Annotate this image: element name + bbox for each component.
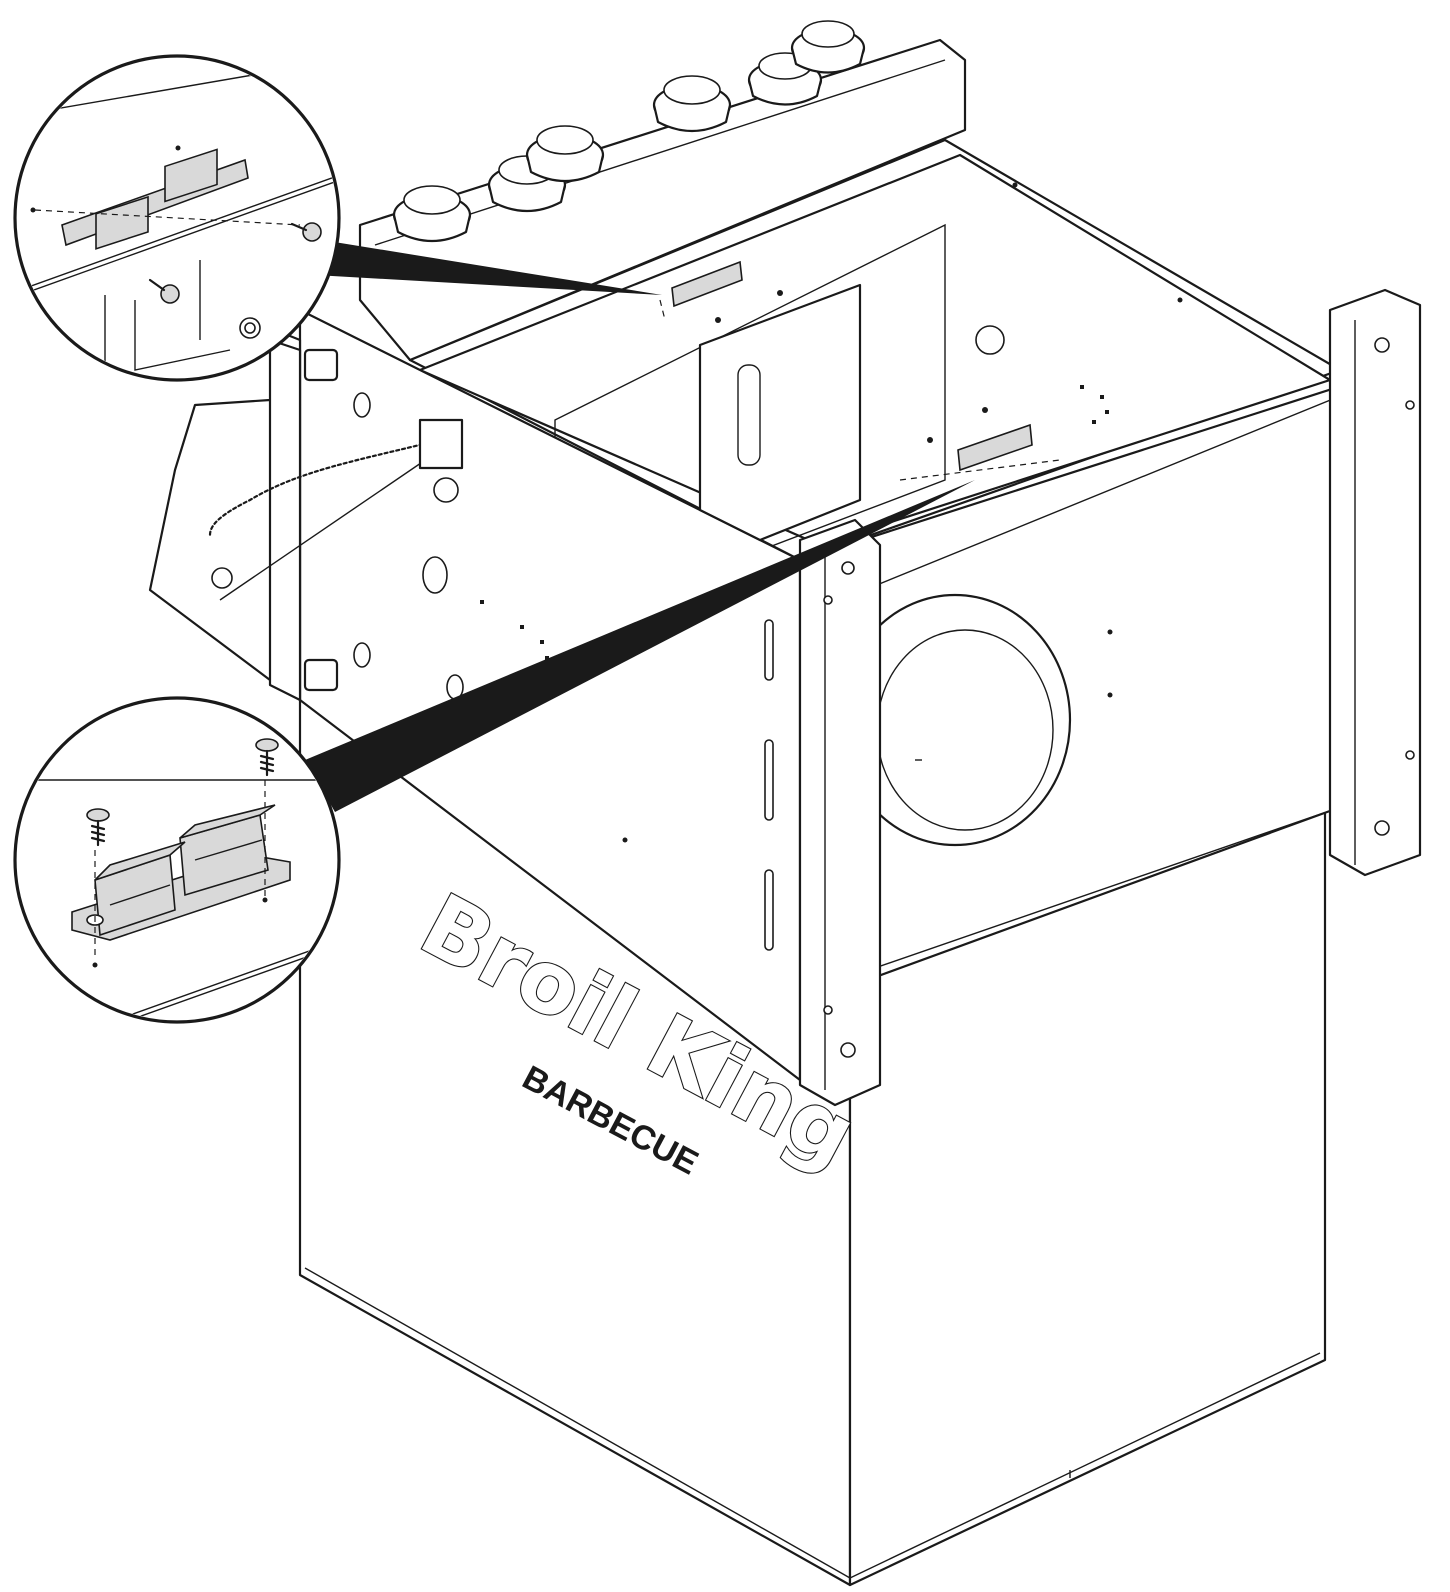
burner-knob-5 <box>747 52 823 106</box>
front-left-post <box>798 518 882 1107</box>
left-side-bracket <box>148 328 464 702</box>
upper-screw-left-icon <box>148 278 180 304</box>
burner-knob-1 <box>392 185 472 242</box>
magnet-latch-rear <box>659 260 783 323</box>
gas-hose <box>208 438 442 537</box>
burner-knob-4 <box>652 75 732 132</box>
upper-magnet-latch-detail <box>13 54 341 382</box>
grill-body <box>298 138 1391 1082</box>
control-knobs <box>392 20 866 242</box>
callout-pointer-lower <box>305 480 975 812</box>
burner-knob-3 <box>525 125 605 182</box>
lower-magnet-latch-detail <box>13 696 341 1024</box>
hose-fitting <box>418 418 464 470</box>
heat-shield-bracket <box>698 283 862 542</box>
callout-pointer-upper <box>315 240 662 295</box>
lower-screw-right-icon <box>255 738 279 777</box>
lower-screw-left-icon <box>86 808 110 847</box>
burner-knob-6 <box>790 20 866 74</box>
back-right-post <box>1328 288 1422 877</box>
magnet-latch-front <box>899 407 1061 481</box>
upper-screw-right-icon <box>290 222 322 242</box>
